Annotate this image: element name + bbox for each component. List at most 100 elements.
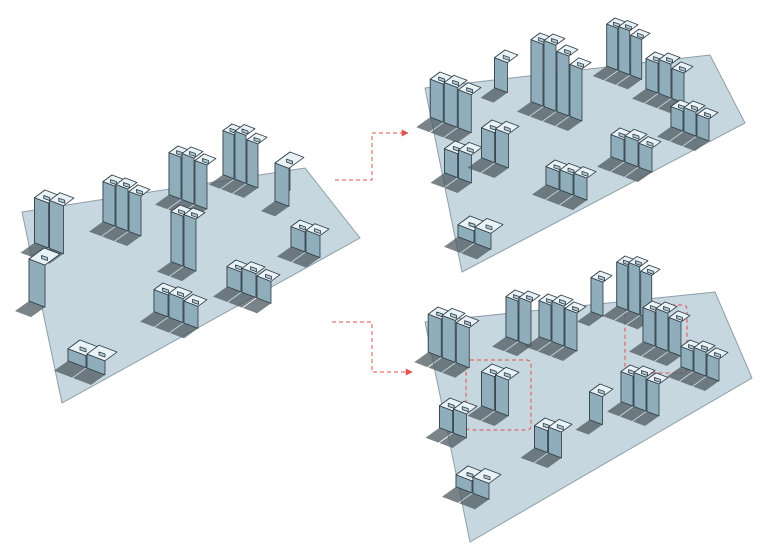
- tower-front-face: [495, 374, 509, 417]
- option-b-tower-group-1-slab-2: [428, 307, 466, 373]
- tower-shadow: [481, 163, 509, 178]
- tower-shadow: [620, 406, 646, 422]
- tower-roof-notch: [464, 320, 472, 327]
- tower-front-face: [624, 135, 639, 168]
- tower-shadow: [525, 336, 551, 352]
- tower-roof-notch: [624, 24, 632, 31]
- tower-front-face: [655, 308, 669, 352]
- tower-roof-notch: [597, 388, 605, 395]
- tower-shadow: [556, 116, 582, 131]
- tower-shadow: [577, 311, 603, 327]
- tower-front-face: [630, 34, 643, 80]
- existing-tower-group-9-slab-2: [155, 286, 193, 333]
- tower-shadow: [592, 66, 618, 81]
- option-a-tower-group-11-slab-3: [683, 107, 719, 152]
- tower-shadow: [597, 156, 624, 172]
- option-b-tower-group-2-slab-2: [505, 290, 541, 357]
- option-a-tower-group-9-slab-3: [560, 166, 597, 211]
- option-b-tower-group-3-slab-3: [551, 301, 587, 362]
- tower-roof-notch: [241, 128, 249, 135]
- tower-shadow: [459, 493, 489, 510]
- tower-shadow: [170, 266, 196, 282]
- tower-shadow: [492, 336, 518, 352]
- tower-front-face: [556, 51, 570, 117]
- option-b-tower-group-12-slab-2: [620, 365, 656, 422]
- existing-tower-group-4-slab-1: [209, 123, 244, 189]
- existing-tower-group-1-slab-1: [20, 189, 60, 259]
- existing-tower-group-4-slab-3: [233, 132, 268, 198]
- tower-shadow: [243, 298, 271, 314]
- tower-shadow: [292, 252, 320, 268]
- option-b-tower-group-7-slab-2: [439, 400, 478, 448]
- existing-tower-group-5-slab-1: [261, 151, 305, 217]
- option-b-tower-group-4-slab-1: [577, 270, 613, 327]
- tower-front-face: [569, 64, 583, 122]
- tower-shadow: [614, 310, 640, 325]
- tower-shadow: [530, 106, 556, 122]
- tower-roof-notch: [564, 49, 571, 55]
- option-a-tower-group-6-slab-1: [430, 140, 469, 188]
- tower-roof-notch: [162, 287, 169, 294]
- tower-front-face: [427, 313, 442, 358]
- existing-tower-group-3-slab-1: [155, 145, 191, 210]
- tower-front-face: [589, 391, 603, 426]
- tower-front-face: [481, 371, 495, 412]
- tower-shadow: [102, 226, 128, 242]
- tower-roof-notch: [526, 295, 533, 301]
- tower-shadow: [425, 427, 453, 443]
- tower-front-face: [194, 160, 208, 210]
- tower-roof-notch: [79, 346, 87, 353]
- tower-shadow: [551, 346, 577, 362]
- tower-roof-notch: [572, 306, 579, 312]
- tower-shadow: [233, 183, 258, 198]
- tower-shadow: [670, 131, 696, 147]
- tower-roof-notch: [123, 182, 130, 188]
- tower-front-face: [183, 214, 197, 272]
- option-b-tower-group-7-slab-1: [425, 397, 464, 443]
- option-a-tower-group-3-slab-2: [530, 33, 566, 122]
- existing-tower-group-10-slab-3: [243, 268, 281, 314]
- arrow-to-option-a: [335, 129, 409, 181]
- option-b-tower-group-6-slab-2: [642, 301, 678, 362]
- existing-tower-group-8-slab-2: [73, 344, 118, 385]
- tower-shadow: [261, 201, 289, 217]
- tower-roof-notch: [189, 151, 196, 157]
- existing-tower-group-2-slab-2: [102, 177, 138, 242]
- tower-roof-notch: [503, 126, 511, 133]
- tower-shadow: [538, 341, 564, 357]
- tower-shadow: [444, 178, 472, 193]
- option-b-tower-group-6-slab-1: [629, 300, 665, 357]
- tower-front-face: [234, 130, 247, 184]
- tower-shadow: [170, 323, 198, 339]
- tower-shadow: [461, 243, 491, 260]
- option-b-highlight-box-left: [465, 359, 532, 431]
- tower-roof-notch: [192, 298, 199, 305]
- tower-shadow: [655, 351, 681, 367]
- option-b-tower-group-13-slab-1: [667, 339, 703, 382]
- tower-roof-notch: [202, 158, 209, 164]
- tower-shadow: [560, 195, 587, 211]
- tower-shadow: [140, 311, 168, 327]
- option-a-tower-group-11-slab-2: [670, 100, 706, 147]
- tower-shadow: [632, 88, 658, 104]
- tower-front-face: [548, 426, 562, 459]
- tower-shadow: [444, 127, 472, 143]
- tower-shadow: [683, 136, 709, 152]
- tower-front-face: [668, 317, 682, 357]
- tower-roof-notch: [646, 268, 654, 275]
- option-a-tower-group-2-slab-1: [480, 49, 519, 103]
- option-a-tower-group-3-slab-3: [543, 44, 579, 127]
- option-a-tower-group-1-slab-2: [430, 74, 468, 138]
- tower-front-face: [551, 301, 565, 347]
- option-a-tower-group-10-slab-3: [625, 136, 662, 183]
- tower-front-face: [115, 184, 129, 232]
- option-a-tower-group-11-slab-1: [657, 99, 693, 142]
- tower-shadow: [15, 301, 45, 318]
- tower-roof-notch: [466, 87, 474, 94]
- tower-front-face: [181, 153, 195, 205]
- tower-shadow: [89, 221, 115, 237]
- existing-tower-group-6-slab-2: [170, 207, 206, 282]
- tower-front-face: [590, 277, 604, 317]
- tower-roof-notch: [663, 306, 670, 312]
- tower-roof-notch: [634, 260, 642, 267]
